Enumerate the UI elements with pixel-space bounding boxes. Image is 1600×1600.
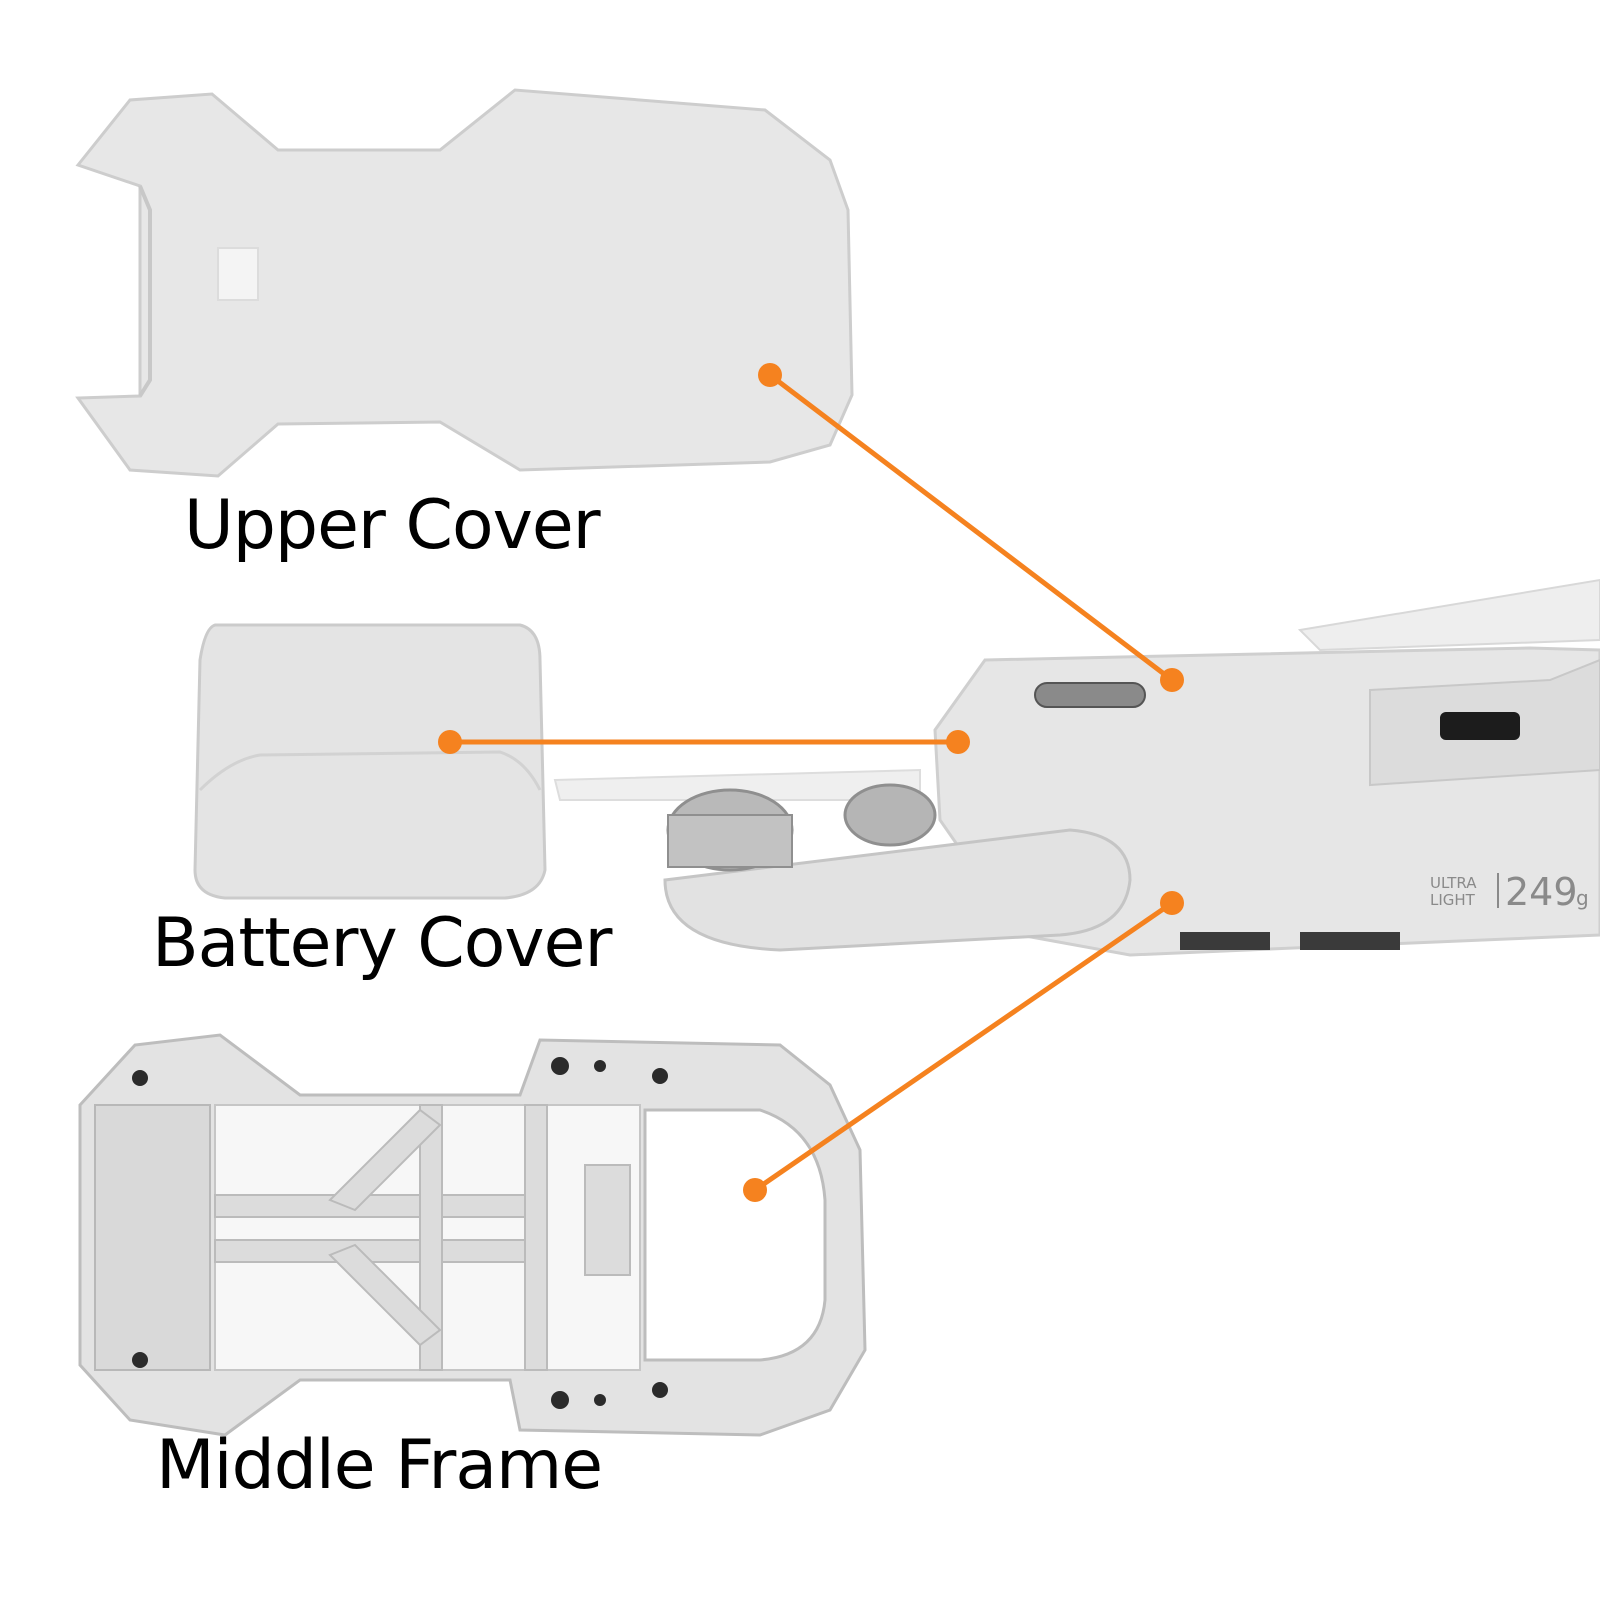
callout-dot xyxy=(1160,891,1184,915)
drone-body: ULTRA LIGHT 249 g xyxy=(553,578,1600,957)
screw-hole xyxy=(652,1068,668,1084)
screw-hole xyxy=(551,1057,569,1075)
crossbar-horizontal xyxy=(214,1194,536,1218)
upper-cover-part xyxy=(75,88,854,478)
drone-propeller xyxy=(1297,578,1600,652)
logo-mark xyxy=(217,247,259,301)
battery-cover-label: Battery Cover xyxy=(152,904,612,983)
drone-branding-weight: 249 xyxy=(1505,870,1578,914)
drone-bottom-vent-1 xyxy=(1180,932,1270,950)
upper-cover-shell xyxy=(75,88,854,478)
middle-frame-label: Middle Frame xyxy=(156,1426,603,1505)
callout-dot xyxy=(743,1178,767,1202)
screw-hole xyxy=(132,1070,148,1086)
screw-hole xyxy=(132,1352,148,1368)
drone-front-arm xyxy=(663,828,1132,952)
frame-connector-slot xyxy=(584,1164,631,1276)
drone-branding-line1: ULTRA xyxy=(1430,874,1477,892)
callout-dot xyxy=(946,730,970,754)
motor-right xyxy=(843,783,937,847)
screw-hole xyxy=(551,1391,569,1409)
callout-line-middle-frame xyxy=(753,900,1174,1193)
motor-left-side xyxy=(667,814,793,868)
upper-cover-label: Upper Cover xyxy=(184,486,601,565)
crossbar-vertical-left xyxy=(419,1104,443,1371)
crossbar-horizontal-lower xyxy=(214,1239,536,1263)
middle-frame-crossbars xyxy=(214,1104,631,1371)
crossbar-diagonal-top xyxy=(328,1108,442,1212)
crossbar-diagonal-bottom xyxy=(328,1243,442,1347)
middle-frame-screw-holes xyxy=(132,1057,668,1409)
screw-hole xyxy=(652,1382,668,1398)
drone-front-vent xyxy=(1034,682,1146,708)
callout-dot xyxy=(1160,668,1184,692)
callouts xyxy=(438,363,1184,1202)
drone-branding-unit: g xyxy=(1576,886,1589,910)
battery-cover-shell xyxy=(193,623,547,900)
callout-dot xyxy=(438,730,462,754)
drone-rear-slot xyxy=(1440,712,1520,740)
middle-frame-part xyxy=(78,1033,867,1437)
crossbar-vertical-right xyxy=(524,1104,548,1371)
upper-cover-inner-edge xyxy=(138,185,152,398)
battery-cover-part xyxy=(193,623,547,900)
screw-hole xyxy=(594,1394,606,1406)
battery-cover-ridge xyxy=(198,750,542,792)
middle-frame-left-block xyxy=(94,1104,211,1371)
callout-line-upper-cover xyxy=(768,373,1174,682)
drone-bottom-vent-2 xyxy=(1300,932,1400,950)
callout-dot xyxy=(758,363,782,387)
screw-hole xyxy=(594,1060,606,1072)
drone-branding-line2: LIGHT xyxy=(1430,891,1476,909)
